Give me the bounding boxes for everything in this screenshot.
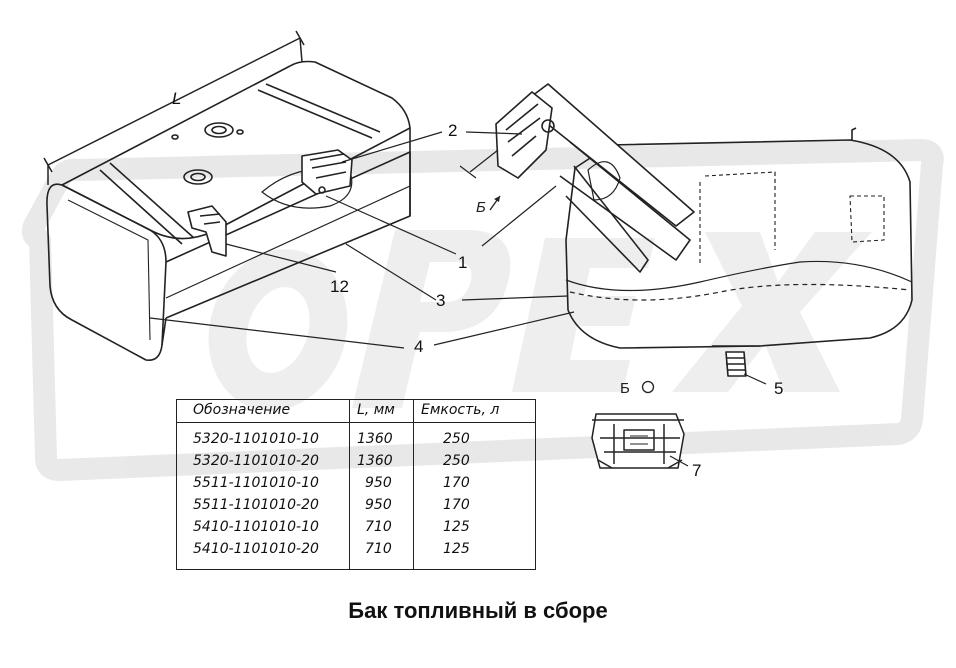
callout-5: 5	[774, 379, 783, 398]
section-marker: Б	[476, 195, 501, 216]
callout-12: 12	[330, 277, 349, 296]
detail-view	[591, 413, 685, 469]
section-marker-label: Б	[476, 199, 486, 216]
left-tank	[46, 60, 411, 362]
tank-body	[565, 139, 913, 349]
table-cell-capacity: 170	[443, 475, 470, 491]
tank-end-face	[46, 183, 167, 362]
callout-4: 4	[414, 337, 423, 356]
callout-1: 1	[458, 253, 467, 272]
table-cell-capacity: 250	[443, 431, 470, 447]
table-cell-length: 950	[365, 475, 392, 491]
table-cell-length: 710	[365, 519, 392, 535]
table-cell-capacity: 250	[443, 453, 470, 469]
view-label-text: Б	[620, 380, 630, 397]
dimension-label: L	[172, 89, 181, 108]
table-column-rule	[349, 400, 350, 569]
callout-3: 3	[436, 291, 445, 310]
dimension-line	[43, 30, 305, 185]
watermark-logo	[21, 139, 944, 481]
mounting-bracket	[187, 205, 227, 257]
table-cell-designation: 5511-1101010-20	[193, 497, 319, 513]
table-cell-length: 710	[365, 541, 392, 557]
table-column-rule	[413, 400, 414, 569]
table-cell-designation: 5320-1101010-20	[193, 453, 319, 469]
table-cell-designation: 5410-1101010-10	[193, 519, 319, 535]
table-cell-designation: 5511-1101010-10	[193, 475, 319, 491]
table-cell-capacity: 170	[443, 497, 470, 513]
table-header-capacity: Емкость, л	[421, 402, 500, 418]
callout-7: 7	[692, 461, 701, 480]
table-cell-designation: 5320-1101010-10	[193, 431, 319, 447]
right-tank	[459, 83, 913, 377]
tank-top-face	[61, 60, 411, 240]
table-cell-capacity: 125	[443, 519, 470, 535]
table-cell-capacity: 125	[443, 541, 470, 557]
table-cell-length: 1360	[357, 453, 393, 469]
table-cell-designation: 5410-1101010-20	[193, 541, 319, 557]
figure-caption: Бак топливный в сборе	[348, 598, 608, 623]
filler-neck	[204, 122, 234, 138]
table-header-length: L, мм	[357, 402, 395, 418]
level-sensor-flange	[183, 169, 213, 185]
leader-lines	[149, 131, 767, 467]
view-label: Б	[620, 380, 655, 397]
table-cell-length: 1360	[357, 431, 393, 447]
callout-2: 2	[448, 121, 457, 140]
specification-table: Обозначение L, мм Емкость, л 5320-110101…	[176, 399, 536, 570]
table-header-designation: Обозначение	[193, 402, 291, 418]
table-cell-length: 950	[365, 497, 392, 513]
cap-assembly	[301, 149, 353, 195]
table-header-rule	[177, 422, 535, 423]
